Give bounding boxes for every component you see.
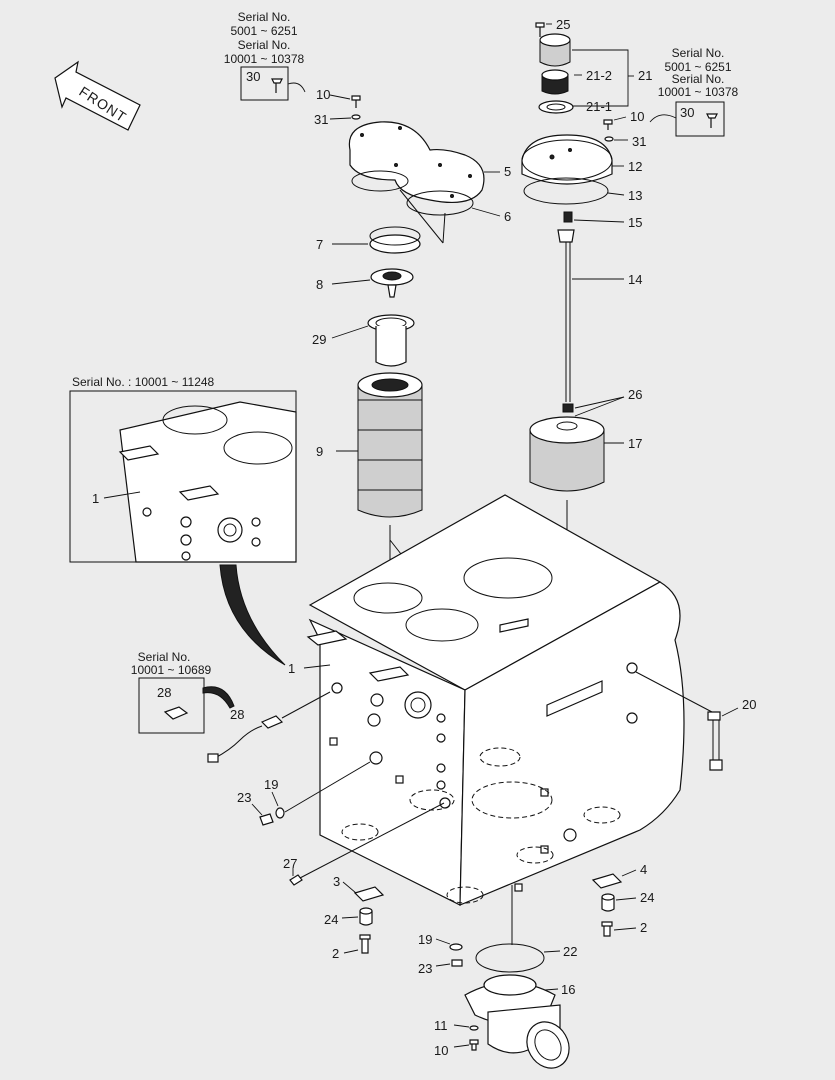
front-direction-arrow: FRONT (54, 60, 141, 131)
svg-text:Serial No.: Serial No. (672, 46, 725, 60)
filter-element (357, 372, 423, 518)
svg-text:23: 23 (418, 961, 432, 976)
svg-text:11: 11 (434, 1018, 448, 1033)
svg-text:23: 23 (237, 790, 251, 805)
svg-text:28: 28 (230, 707, 244, 722)
svg-text:2: 2 (332, 946, 339, 961)
right-cap-assembly: 25 21-2 21-1 21 10 31 12 13 15 (509, 17, 652, 570)
serial-note-top-left: Serial No. 5001 ~ 6251 Serial No. 10001 … (224, 10, 306, 101)
svg-text:24: 24 (640, 890, 654, 905)
mount-left: 3 24 2 (324, 874, 385, 961)
svg-text:4: 4 (640, 862, 647, 877)
suction-outlet: 19 23 22 16 11 10 (418, 885, 577, 1069)
callout-box-30-right (675, 101, 725, 137)
svg-text:30: 30 (246, 69, 260, 84)
serial-note-top-right: Serial No. 5001 ~ 6251 Serial No. 10001 … (649, 46, 739, 137)
svg-text:27: 27 (283, 856, 297, 871)
svg-text:31: 31 (314, 112, 328, 127)
svg-text:7: 7 (316, 237, 323, 252)
svg-text:16: 16 (561, 982, 575, 997)
double-cover (348, 121, 485, 203)
callout-box-30-left (240, 66, 289, 101)
drain-plugs-left: 19 23 27 (237, 761, 445, 886)
svg-text:Serial No.: Serial No. (138, 650, 191, 664)
svg-text:5: 5 (504, 164, 511, 179)
svg-text:10: 10 (316, 87, 330, 102)
svg-text:31: 31 (632, 134, 646, 149)
svg-text:19: 19 (418, 932, 432, 947)
svg-text:10: 10 (434, 1043, 448, 1058)
svg-text:8: 8 (316, 277, 323, 292)
svg-text:3: 3 (333, 874, 340, 889)
svg-text:1: 1 (288, 661, 295, 676)
svg-text:6: 6 (504, 209, 511, 224)
svg-text:29: 29 (312, 332, 326, 347)
svg-text:26: 26 (628, 387, 642, 402)
svg-text:2: 2 (640, 920, 647, 935)
svg-text:15: 15 (628, 215, 642, 230)
svg-text:10001 ~ 10378: 10001 ~ 10378 (658, 85, 739, 99)
svg-text:12: 12 (628, 159, 642, 174)
svg-text:24: 24 (324, 912, 338, 927)
sensor-cable: 28 (207, 691, 331, 763)
svg-text:Serial No. : 10001 ~ 11248: Serial No. : 10001 ~ 11248 (72, 375, 215, 389)
svg-text:28: 28 (157, 685, 171, 700)
svg-text:21-1: 21-1 (586, 99, 612, 114)
svg-text:30: 30 (680, 105, 694, 120)
svg-text:5001 ~ 6251: 5001 ~ 6251 (664, 60, 731, 74)
svg-text:10: 10 (630, 109, 644, 124)
tank-right (459, 581, 685, 906)
sensor-note: Serial No. 10001 ~ 10689 28 (131, 650, 235, 734)
svg-text:13: 13 (628, 188, 642, 203)
svg-text:17: 17 (628, 436, 642, 451)
svg-text:20: 20 (742, 697, 756, 712)
inset-detail: Serial No. : 10001 ~ 11248 1 (69, 375, 297, 666)
svg-text:9: 9 (316, 444, 323, 459)
svg-text:21-2: 21-2 (586, 68, 612, 83)
hydraulic-tank: 1 (288, 494, 685, 906)
svg-text:10001 ~ 10689: 10001 ~ 10689 (131, 663, 212, 677)
strainer-element (529, 416, 605, 492)
svg-text:Serial No.: Serial No. (238, 10, 291, 24)
svg-text:22: 22 (563, 944, 577, 959)
svg-text:25: 25 (556, 17, 570, 32)
svg-text:Serial No.: Serial No. (238, 38, 291, 52)
svg-text:14: 14 (628, 272, 642, 287)
svg-text:5001 ~ 6251: 5001 ~ 6251 (230, 24, 297, 38)
mount-right: 4 24 2 (591, 862, 654, 937)
svg-text:19: 19 (264, 777, 278, 792)
left-cover-assembly: 10 31 5 6 7 8 29 (312, 87, 511, 611)
level-gauge: 20 (635, 671, 756, 771)
svg-text:1: 1 (92, 491, 99, 506)
svg-text:10001 ~ 10378: 10001 ~ 10378 (224, 52, 305, 66)
svg-text:21: 21 (638, 68, 652, 83)
svg-text:Serial No.: Serial No. (672, 72, 725, 86)
